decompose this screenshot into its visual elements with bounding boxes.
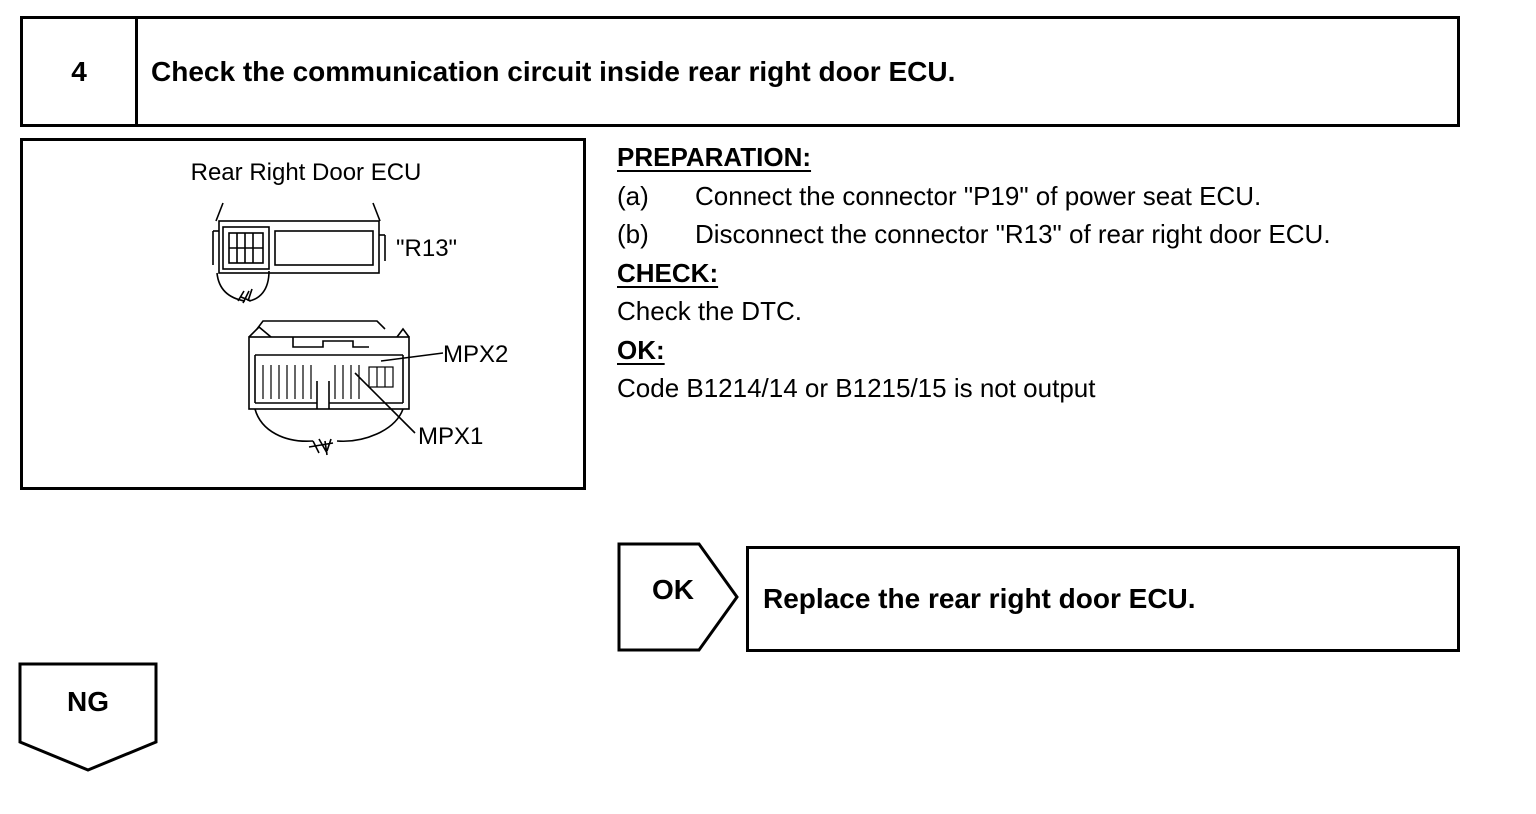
step-divider bbox=[135, 19, 138, 124]
preparation-step: (a) Connect the connector "P19" of power… bbox=[617, 177, 1517, 216]
step-title: Check the communication circuit inside r… bbox=[151, 55, 956, 87]
pin-label-mpx1: MPX1 bbox=[418, 423, 484, 450]
step-tag: (b) bbox=[617, 219, 649, 249]
step-number: 4 bbox=[71, 55, 87, 87]
ok-header: OK: bbox=[617, 334, 665, 365]
ecu-diagram-panel: Rear Right Door ECU bbox=[20, 138, 586, 490]
connector-label-r13: "R13" bbox=[396, 235, 458, 262]
preparation-step: (b) Disconnect the connector "R13" of re… bbox=[617, 215, 1517, 254]
step-text: Connect the connector "P19" of power sea… bbox=[695, 180, 1262, 211]
step-tag: (a) bbox=[617, 180, 649, 211]
pin-label-mpx2: MPX2 bbox=[443, 341, 509, 368]
instructions-block: PREPARATION: (a) Connect the connector "… bbox=[617, 138, 1517, 408]
ok-arrow-icon bbox=[617, 542, 739, 652]
ng-arrow-icon bbox=[18, 662, 158, 772]
step-text: Disconnect the connector "R13" of rear r… bbox=[695, 219, 1331, 249]
ok-branch-label: OK bbox=[652, 574, 694, 605]
ng-branch-label: NG bbox=[67, 686, 109, 717]
ok-criteria-text: Code B1214/14 or B1215/15 is not output bbox=[617, 373, 1096, 403]
ok-result-text: Replace the rear right door ECU. bbox=[763, 583, 1196, 614]
check-header: CHECK: bbox=[617, 257, 719, 288]
ecu-connector-illustration bbox=[212, 202, 444, 456]
ok-result-box: Replace the rear right door ECU. bbox=[746, 546, 1460, 652]
step-header: 4 Check the communication circuit inside… bbox=[20, 16, 1460, 127]
preparation-header: PREPARATION: bbox=[617, 142, 812, 172]
check-text: Check the DTC. bbox=[617, 296, 802, 326]
diagram-title: Rear Right Door ECU bbox=[190, 159, 422, 186]
